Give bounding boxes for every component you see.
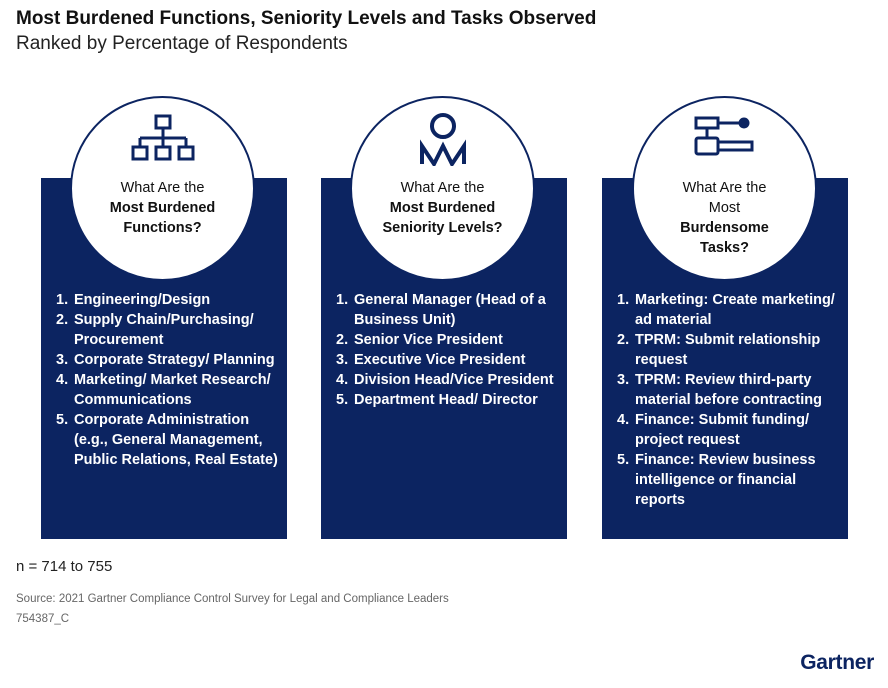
question-line-bold: Most Burdened [109,200,216,216]
tasks-list: 1. Marketing: Create marketing/ ad materi… [617,290,843,510]
item-number: 5. [56,412,69,428]
sample-size: n = 714 to 755 [16,558,113,575]
item-lead: Marketing: [635,292,713,308]
item-number: 2. [336,332,349,348]
seniority-question: What Are the Most Burdened Seniority Lev… [360,178,525,238]
item-number: 2. [56,312,69,328]
item-text: Department Head/ Director [354,392,538,408]
list-item: 3. Executive Vice President [336,350,566,370]
person-icon [418,112,468,166]
list-item: 5. Finance: Review business intelligence … [617,450,843,510]
question-word: Most [708,200,741,216]
list-item: 5. Corporate Administration (e.g., Genera… [56,410,286,470]
question-line-bold: Most Burdened [389,200,496,216]
item-text: Submit funding/ project request [635,412,809,448]
list-item: 5. Department Head/ Director [336,390,566,410]
item-number: 5. [336,392,349,408]
list-item: 1. Marketing: Create marketing/ ad materi… [617,290,843,330]
question-line-bold: Seniority Levels? [382,220,503,236]
item-text: Marketing/ Market Research/ Communicatio… [74,372,271,408]
item-number: 3. [336,352,349,368]
item-text: Senior Vice President [354,332,503,348]
task-flow-icon [692,114,758,164]
org-chart-icon [131,114,195,164]
list-item: 2. Senior Vice President [336,330,566,350]
item-lead: TPRM: [635,332,685,348]
seniority-circle: What Are the Most Burdened Seniority Lev… [350,96,535,281]
seniority-list: 1. General Manager (Head of a Business Un… [336,290,566,410]
list-item: 4. Marketing/ Market Research/ Communicat… [56,370,286,410]
question-word-bold: Burdensome [680,220,769,236]
item-number: 3. [56,352,69,368]
gartner-logo: Gartner [800,651,874,674]
list-item: 4. Division Head/Vice President [336,370,566,390]
item-number: 1. [336,292,349,308]
list-item: 1. General Manager (Head of a Business Un… [336,290,566,330]
question-line: What Are the [120,180,205,196]
tasks-question: What Are the Most Burdensome Tasks? [642,178,807,258]
item-number: 1. [56,292,69,308]
page-subtitle: Ranked by Percentage of Respondents [16,33,348,54]
list-item: 3. TPRM: Review third-party material befo… [617,370,843,410]
figure-code: 754387_C [16,613,70,625]
functions-circle: What Are the Most Burdened Functions? [70,96,255,281]
item-text: Corporate Administration (e.g., General … [74,412,278,468]
source-note: Source: 2021 Gartner Compliance Control … [16,593,449,605]
item-text: General Manager (Head of a Business Unit… [354,292,546,328]
item-text: Executive Vice President [354,352,526,368]
page-title: Most Burdened Functions, Seniority Level… [16,8,597,29]
functions-list: 1. Engineering/Design 2. Supply Chain/Purch… [56,290,286,470]
item-number: 1. [617,292,630,308]
list-item: 1. Engineering/Design [56,290,286,310]
item-number: 4. [56,372,69,388]
item-text: Submit relationship request [635,332,821,368]
item-number: 3. [617,372,630,388]
item-lead: Finance: [635,412,699,428]
tasks-circle: What Are the Most Burdensome Tasks? [632,96,817,281]
list-item: 2. Supply Chain/Purchasing/ Procurement [56,310,286,350]
item-text: Review third-party material before contr… [635,372,822,408]
list-item: 4. Finance: Submit funding/ project reque… [617,410,843,450]
item-text: Engineering/Design [74,292,211,308]
question-line: What Are the [400,180,485,196]
item-text: Supply Chain/Purchasing/ Procurement [74,312,254,348]
item-text: Review business intelligence or financia… [635,452,816,508]
list-item: 3. Corporate Strategy/ Planning [56,350,286,370]
item-number: 2. [617,332,630,348]
question-line-mixed: Most Burdensome [642,198,807,238]
question-line-bold: Functions? [123,220,202,236]
list-item: 2. TPRM: Submit relationship request [617,330,843,370]
question-line: What Are the [682,180,767,196]
item-number: 5. [617,452,630,468]
item-lead: Finance: [635,452,699,468]
item-text: Create marketing/ ad material [635,292,835,328]
item-text: Division Head/Vice President [354,372,554,388]
question-line-bold: Tasks? [700,240,749,256]
question-line-text: Most Burdensome [642,198,807,238]
item-lead: TPRM: [635,372,685,388]
item-number: 4. [617,412,630,428]
functions-question: What Are the Most Burdened Functions? [80,178,245,238]
item-text: Corporate Strategy/ Planning [74,352,275,368]
item-number: 4. [336,372,349,388]
